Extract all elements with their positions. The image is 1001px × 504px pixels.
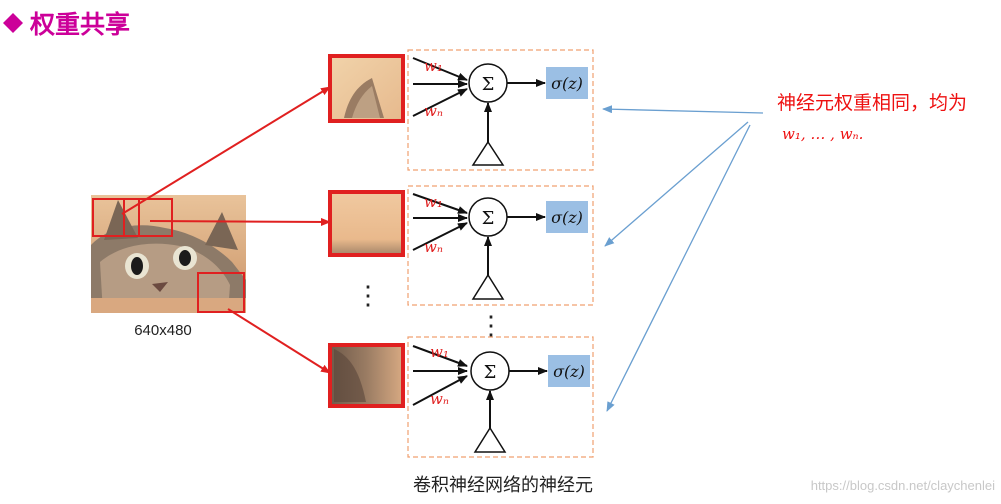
neuron-frame (407, 49, 594, 171)
bottom-caption: 卷积神经网络的神经元 (413, 475, 593, 495)
activation-label: σ(z) (553, 362, 585, 381)
watermark: https://blog.csdn.net/claychenlei (811, 478, 995, 493)
patch-2 (328, 190, 405, 257)
window-1 (92, 198, 140, 237)
activation-box (546, 201, 588, 233)
bias-triangle (471, 273, 505, 300)
image-size-caption: 640x480 (134, 322, 192, 339)
weight-w1-label: w₁ (424, 193, 443, 211)
sum-symbol: Σ (482, 74, 495, 95)
neuron-2: w₁ wₙ Σ σ(z) (407, 185, 594, 306)
neuron-frame (407, 336, 594, 458)
bias-triangle (473, 426, 507, 453)
activation-box (546, 67, 588, 99)
neuron-n: w₁ wₙ Σ σ(z) (407, 336, 594, 458)
activation-label: σ(z) (551, 208, 583, 227)
diamond-bullet-icon (3, 13, 23, 33)
title-group: 权重共享 (3, 10, 130, 39)
weight-wn-label: wₙ (424, 102, 443, 120)
activation-box (548, 355, 590, 387)
patch-n (328, 343, 405, 408)
weight-w1-label: w₁ (424, 57, 443, 75)
neuron-frame (407, 185, 594, 306)
neuron-1: w₁ wₙ Σ σ(z) (407, 49, 594, 171)
patch-ellipsis: ⋮ (355, 281, 381, 311)
sum-symbol: Σ (484, 362, 497, 383)
activation-label: σ(z) (551, 74, 583, 93)
weight-w1-label: w₁ (430, 343, 449, 361)
bias-triangle (471, 140, 505, 166)
cat-image (91, 195, 246, 313)
note-arrows (602, 105, 764, 412)
window-n (197, 272, 245, 313)
weight-wn-label: wₙ (430, 390, 449, 408)
neuron-ellipsis: ⋮ (478, 311, 504, 341)
patch-1 (328, 54, 405, 123)
window-to-patch-arrows (121, 86, 331, 374)
note-line-1: 神经元权重相同，均为 (777, 92, 967, 114)
sum-symbol: Σ (482, 208, 495, 229)
note-line-2: w₁, … , wₙ. (782, 125, 863, 143)
weight-wn-label: wₙ (424, 238, 443, 256)
slide-title: 权重共享 (29, 10, 130, 39)
